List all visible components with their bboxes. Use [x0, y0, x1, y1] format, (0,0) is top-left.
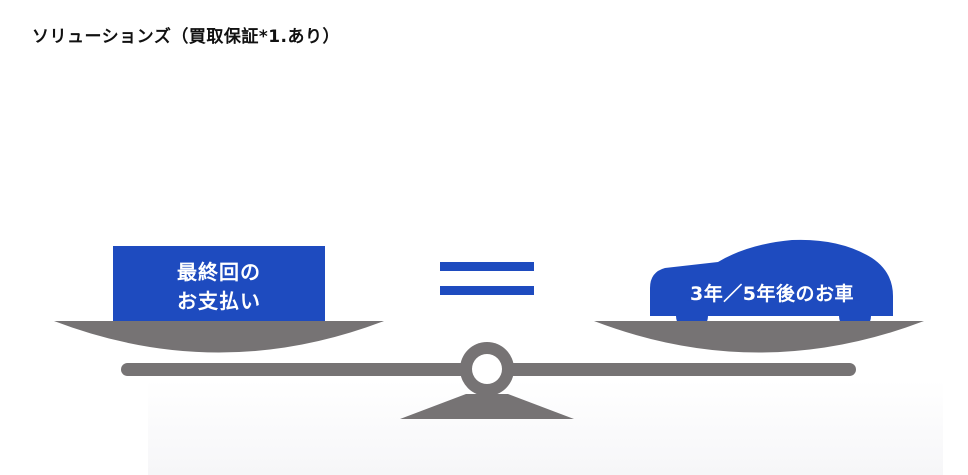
final-payment-block	[113, 246, 325, 328]
right-scale-pan	[594, 321, 924, 353]
page-title: ソリューションズ（買取保証*1.あり）	[32, 27, 340, 47]
future-car-label: 3年／5年後のお車	[690, 283, 854, 305]
final-payment-line1: 最終回の	[177, 260, 261, 284]
left-scale-pan	[54, 321, 384, 353]
final-payment-label: 最終回の お支払い	[113, 246, 325, 328]
background-panel	[148, 380, 943, 475]
final-payment-line2: お支払い	[177, 289, 261, 313]
equals-icon	[440, 262, 534, 295]
scale-base	[400, 394, 574, 419]
